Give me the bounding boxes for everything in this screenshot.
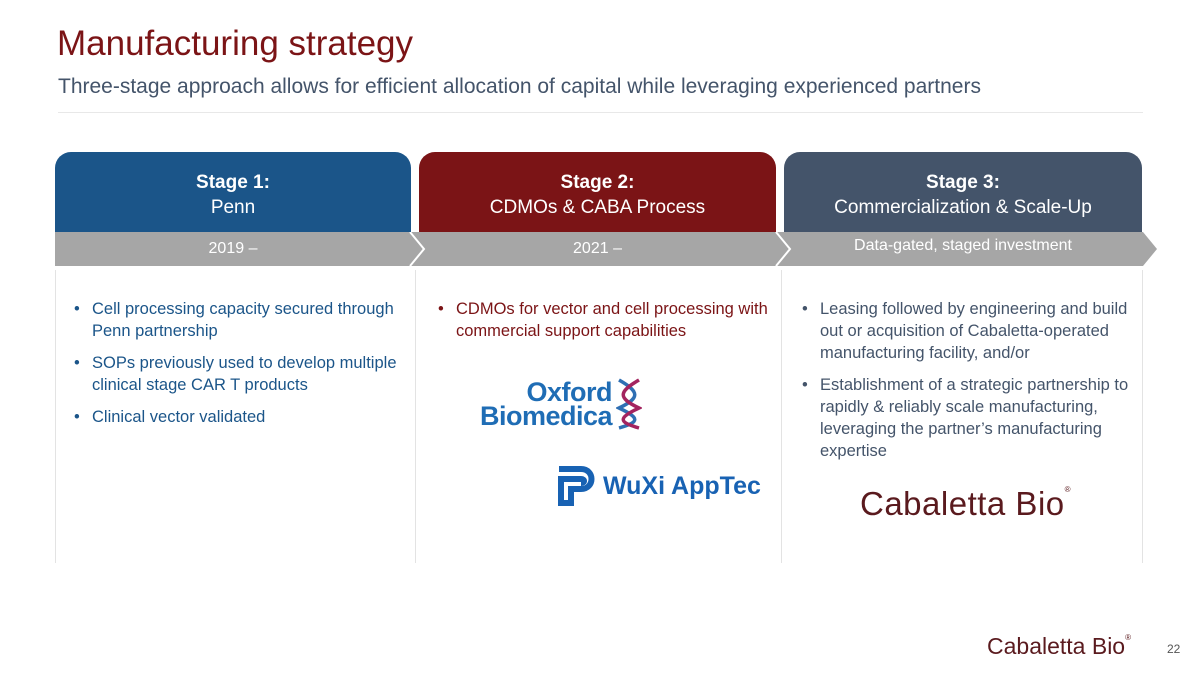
bullet-item: SOPs previously used to develop multiple… (72, 352, 412, 396)
footer-brand-logo: Cabaletta Bio® (987, 633, 1131, 660)
stage-name: Penn (210, 197, 256, 218)
stage-name: Commercialization & Scale-Up (834, 197, 1092, 218)
stage-name: CDMOs & CABA Process (489, 197, 706, 218)
wuxi-p-icon (558, 466, 595, 506)
stage-3-bullets: Leasing followed by engineering and buil… (800, 298, 1130, 472)
logo-text: WuXi AppTec (603, 471, 761, 500)
divider (58, 112, 1143, 113)
bullet-item: Cell processing capacity secured through… (72, 298, 412, 342)
registered-mark: ® (1064, 485, 1072, 494)
logo-text: Biomedica (480, 401, 613, 431)
timeline-stage-1: 2019 – (208, 240, 258, 257)
stage-2-bullets: CDMOs for vector and cell processing wit… (436, 298, 776, 352)
bullet-item: Leasing followed by engineering and buil… (800, 298, 1130, 364)
stage-1-bullets: Cell processing capacity secured through… (72, 298, 412, 438)
timeline-stage-2: 2021 – (573, 240, 622, 257)
logo-text: Cabaletta Bio (860, 485, 1065, 522)
stage-label: Stage 2: (560, 172, 635, 193)
page-title: Manufacturing strategy (57, 24, 414, 63)
timeline-stage-3: Data-gated, staged investment (854, 237, 1072, 254)
page-subtitle: Three-stage approach allows for efficien… (58, 75, 981, 98)
bullet-item: Clinical vector validated (72, 406, 412, 428)
bullet-item: CDMOs for vector and cell processing wit… (436, 298, 776, 342)
column-divider (1142, 270, 1143, 563)
logo-text: Oxford (526, 377, 613, 407)
column-divider (55, 270, 56, 563)
registered-mark: ® (1125, 633, 1131, 642)
wuxi-apptec-logo: WuXi AppTec (555, 465, 761, 507)
dna-helix-icon (616, 378, 643, 430)
page-number: 22 (1167, 642, 1181, 656)
cabaletta-bio-logo: Cabaletta Bio® (860, 485, 1071, 523)
footer-brand: Cabaletta Bio (987, 633, 1126, 659)
timeline-arrow-bar (55, 232, 1157, 266)
column-divider (781, 270, 782, 563)
stage-2-header: Stage 2: CDMOs & CABA Process (419, 152, 776, 232)
stage-1-header: Stage 1: Penn (55, 152, 411, 232)
bullet-item: Establishment of a strategic partnership… (800, 374, 1130, 462)
stage-label: Stage 3: (926, 172, 1000, 193)
stage-3-header: Stage 3: Commercialization & Scale-Up (784, 152, 1142, 232)
column-divider (415, 270, 416, 563)
stage-label: Stage 1: (196, 172, 270, 193)
